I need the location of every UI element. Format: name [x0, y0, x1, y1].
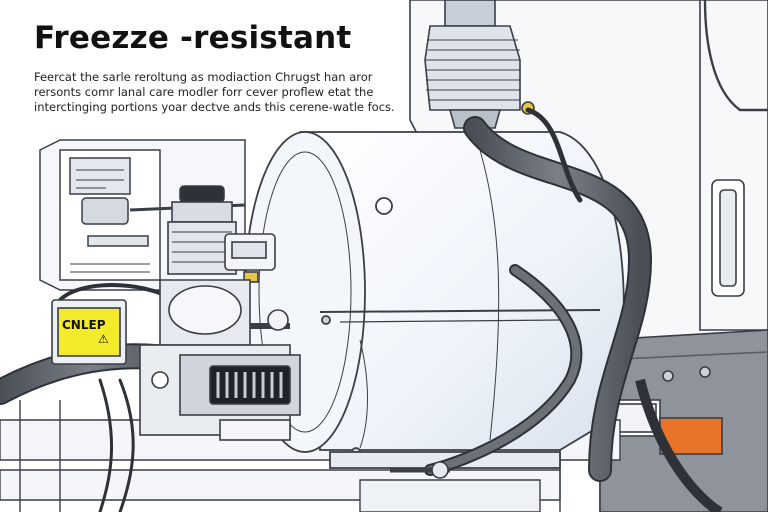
- warning-triangle-icon: ⚠: [98, 332, 109, 346]
- page-title: Freezze -resistant: [34, 20, 352, 56]
- caption-line: interctinging portions yoar dectve ands …: [34, 100, 395, 114]
- warning-label-text: CNLEP: [62, 318, 106, 332]
- pump-heater-assembly: [139, 185, 450, 479]
- caption-line: rersonts comr lanal care modler forr cev…: [34, 85, 374, 99]
- warning-label-box: [51, 299, 127, 365]
- caption-text: Feercat the sarle reroltung as modiactio…: [34, 70, 414, 115]
- caption-line: Feercat the sarle reroltung as modiactio…: [34, 70, 373, 84]
- corrugated-filter-canister: [424, 0, 535, 129]
